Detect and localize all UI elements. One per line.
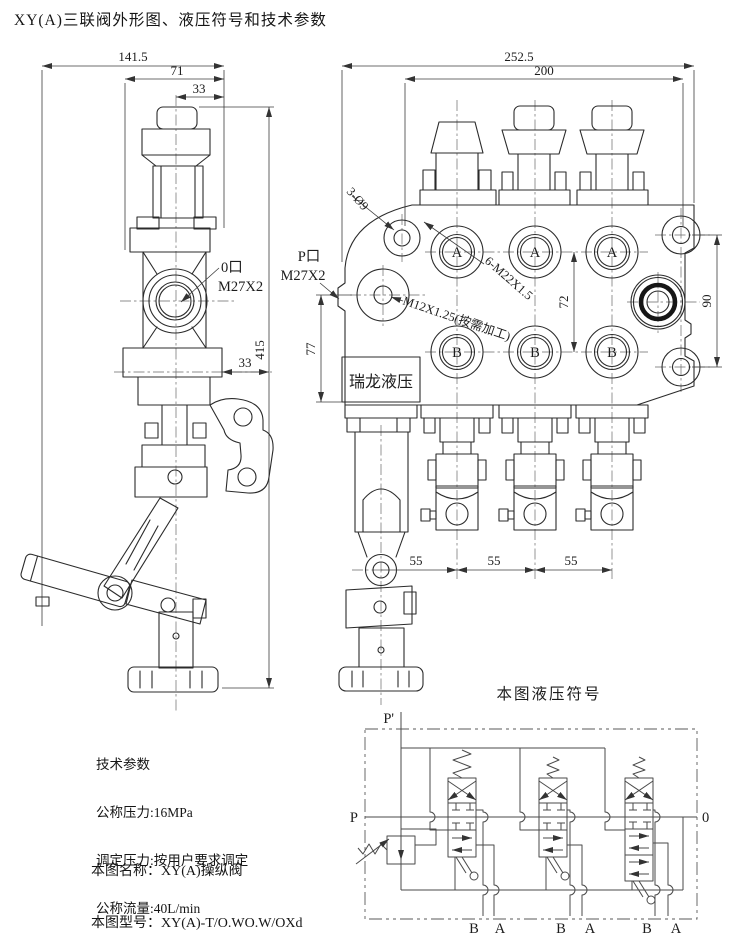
svg-text:72: 72 xyxy=(556,296,571,309)
dim-252-5: 252.5 xyxy=(341,49,695,262)
svg-text:P口: P口 xyxy=(298,249,321,265)
dim-141-5: 141.5 xyxy=(41,49,225,626)
lever-arm xyxy=(97,497,179,611)
o-port-label: 0口 M27X2 xyxy=(180,260,263,303)
actuator-2 xyxy=(498,404,572,531)
front-body-outline xyxy=(337,204,695,406)
dim-33-mid: 33 xyxy=(222,355,269,375)
bolt-holes xyxy=(383,215,701,387)
valve-symbol-2 xyxy=(538,756,570,881)
clamp-block xyxy=(125,579,207,625)
tech-params-heading: 技术参数 xyxy=(96,757,150,772)
work-ports: A A A B B B xyxy=(430,225,639,379)
side-view-body xyxy=(20,106,274,693)
front-view: 252.5 200 xyxy=(280,49,722,705)
notes-line: 本图型号：XY(A)-T/O.WO.W/OXd xyxy=(91,916,303,932)
svg-text:200: 200 xyxy=(534,63,554,78)
port-b3: B xyxy=(585,325,639,379)
port-b2: B xyxy=(508,325,562,379)
dim-90: 90 xyxy=(692,234,722,368)
valve-symbol-3 xyxy=(624,756,656,905)
svg-text:B: B xyxy=(530,345,540,361)
port-a2: A xyxy=(508,225,562,279)
svg-text:141.5: 141.5 xyxy=(118,49,147,64)
port-label-p: P xyxy=(350,810,358,826)
svg-text:B: B xyxy=(607,345,617,361)
actuator-sections xyxy=(420,404,649,531)
port-b1: B xyxy=(430,325,484,379)
tech-params: 技术参数 公称压力:16MPa 调定压力:按用户要求调定 公称流量:40L/mi… xyxy=(96,725,248,940)
tech-params-line: 公称流量:40L/min xyxy=(96,901,201,916)
port-a1: A xyxy=(430,225,484,279)
svg-text:90: 90 xyxy=(699,295,714,308)
label-m12: M12X1.25(按需加工) xyxy=(390,294,512,344)
actuator-1 xyxy=(420,404,494,531)
valve-symbol-1 xyxy=(447,749,479,881)
dim-55-row: 55 55 55 xyxy=(381,553,612,573)
svg-text:252.5: 252.5 xyxy=(504,49,533,64)
dim-77: 77 xyxy=(303,294,352,403)
port-label-b2: B xyxy=(556,921,566,937)
svg-text:0口: 0口 xyxy=(221,260,243,276)
hydraulic-schematic: 本图液压符号 xyxy=(350,685,709,937)
svg-text:A: A xyxy=(607,245,618,261)
svg-text:A: A xyxy=(452,245,463,261)
brand-plate: 瑞龙液压 xyxy=(341,356,421,403)
notes-line: 本图名称：XY(A)操纵阀 xyxy=(91,863,243,879)
dim-72: 72 xyxy=(556,252,577,352)
gauge-port xyxy=(356,268,410,322)
handle-grip xyxy=(20,553,131,608)
mounting-bracket xyxy=(209,398,274,494)
p-port-label: P口 M27X2 xyxy=(280,249,340,300)
svg-text:瑞龙液压: 瑞龙液压 xyxy=(349,373,413,391)
svg-text:M27X2: M27X2 xyxy=(280,268,325,284)
drawing-notes: 本图名称：XY(A)操纵阀 本图型号：XY(A)-T/O.WO.W/OXd 滑阀… xyxy=(91,828,306,940)
svg-text:33: 33 xyxy=(193,81,206,96)
svg-text:55: 55 xyxy=(565,553,578,568)
svg-text:33: 33 xyxy=(239,355,252,370)
work-lines xyxy=(476,809,674,916)
main-pressure-port xyxy=(630,274,686,330)
svg-text:415: 415 xyxy=(252,340,267,360)
port-label-a3: A xyxy=(671,921,682,937)
svg-text:A: A xyxy=(530,245,541,261)
port-label-a2: A xyxy=(585,921,596,937)
o-port-circle xyxy=(142,268,208,334)
actuator-3 xyxy=(575,404,649,531)
label-6-m22: 6-M22X1.5 xyxy=(423,221,536,303)
port-label-o: 0 xyxy=(702,810,709,826)
svg-text:77: 77 xyxy=(303,342,318,356)
tech-params-line: 公称压力:16MPa xyxy=(96,805,193,820)
svg-text:55: 55 xyxy=(488,553,501,568)
svg-text:B: B xyxy=(452,345,462,361)
port-label-p-prime: P' xyxy=(383,711,394,727)
knob xyxy=(127,666,219,693)
port-label-a1: A xyxy=(495,921,506,937)
page-title: XY(A)三联阀外形图、液压符号和技术参数 xyxy=(14,12,327,29)
front-caps xyxy=(419,105,649,206)
tech-params-line: 调定压力:按用户要求调定 xyxy=(96,853,249,868)
schematic-border xyxy=(364,728,698,920)
svg-text:M27X2: M27X2 xyxy=(218,279,263,295)
port-a3: A xyxy=(585,225,639,279)
dim-200: 200 xyxy=(404,63,684,226)
svg-text:6-M22X1.5: 6-M22X1.5 xyxy=(482,254,535,303)
side-view: 141.5 71 33 415 33 xyxy=(20,49,274,712)
svg-text:55: 55 xyxy=(410,553,423,568)
dim-415: 415 xyxy=(199,106,274,689)
svg-text:71: 71 xyxy=(171,63,184,78)
port-label-b3: B xyxy=(642,921,652,937)
dim-33-top: 33 xyxy=(176,81,224,100)
relief-valve-symbol xyxy=(355,828,437,865)
dim-71: 71 xyxy=(124,63,224,250)
schematic-title: 本图液压符号 xyxy=(496,685,601,703)
port-label-b1: B xyxy=(469,921,479,937)
